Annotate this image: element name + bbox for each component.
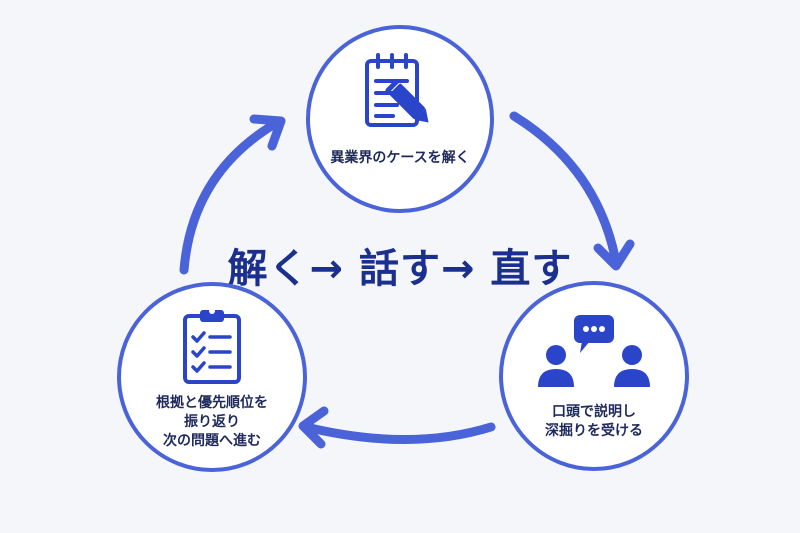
arrowhead-talk-to-review <box>298 406 329 449</box>
node-talk-explain: 口頭で説明し 深掘りを受ける <box>499 281 689 471</box>
arrow-review-to-solve <box>179 117 283 275</box>
arrow-solve-to-talk <box>509 111 621 267</box>
people-chat-icon <box>538 315 650 387</box>
notepad-pencil-icon <box>365 53 429 127</box>
node-review-label-line: 振り返り <box>184 414 240 430</box>
arrow-talk-to-review <box>301 422 496 444</box>
node-solve-label: 異業界のケースを解く <box>330 149 469 168</box>
node-solve-case: 異業界のケースを解く <box>306 25 494 213</box>
node-talk-label-line: 深掘りを受ける <box>545 423 643 439</box>
node-talk-label: 口頭で説明し 深掘りを受ける <box>545 403 643 441</box>
clipboard-checklist-icon <box>183 308 241 384</box>
node-solve-label-line: 異業界のケースを解く <box>330 150 470 166</box>
arrowhead-review-to-solve <box>249 114 286 151</box>
node-talk-label-line: 口頭で説明し <box>552 404 636 420</box>
arrowhead-solve-to-talk <box>593 239 635 271</box>
node-review-label: 根拠と優先順位を 振り返り 次の問題へ進む <box>156 394 268 451</box>
node-review-next: 根拠と優先順位を 振り返り 次の問題へ進む <box>117 282 307 472</box>
cycle-title: 解く→ 話す→ 直す <box>227 246 573 292</box>
node-review-label-line: 次の問題へ進む <box>163 433 261 449</box>
node-review-label-line: 根拠と優先順位を <box>156 395 268 411</box>
